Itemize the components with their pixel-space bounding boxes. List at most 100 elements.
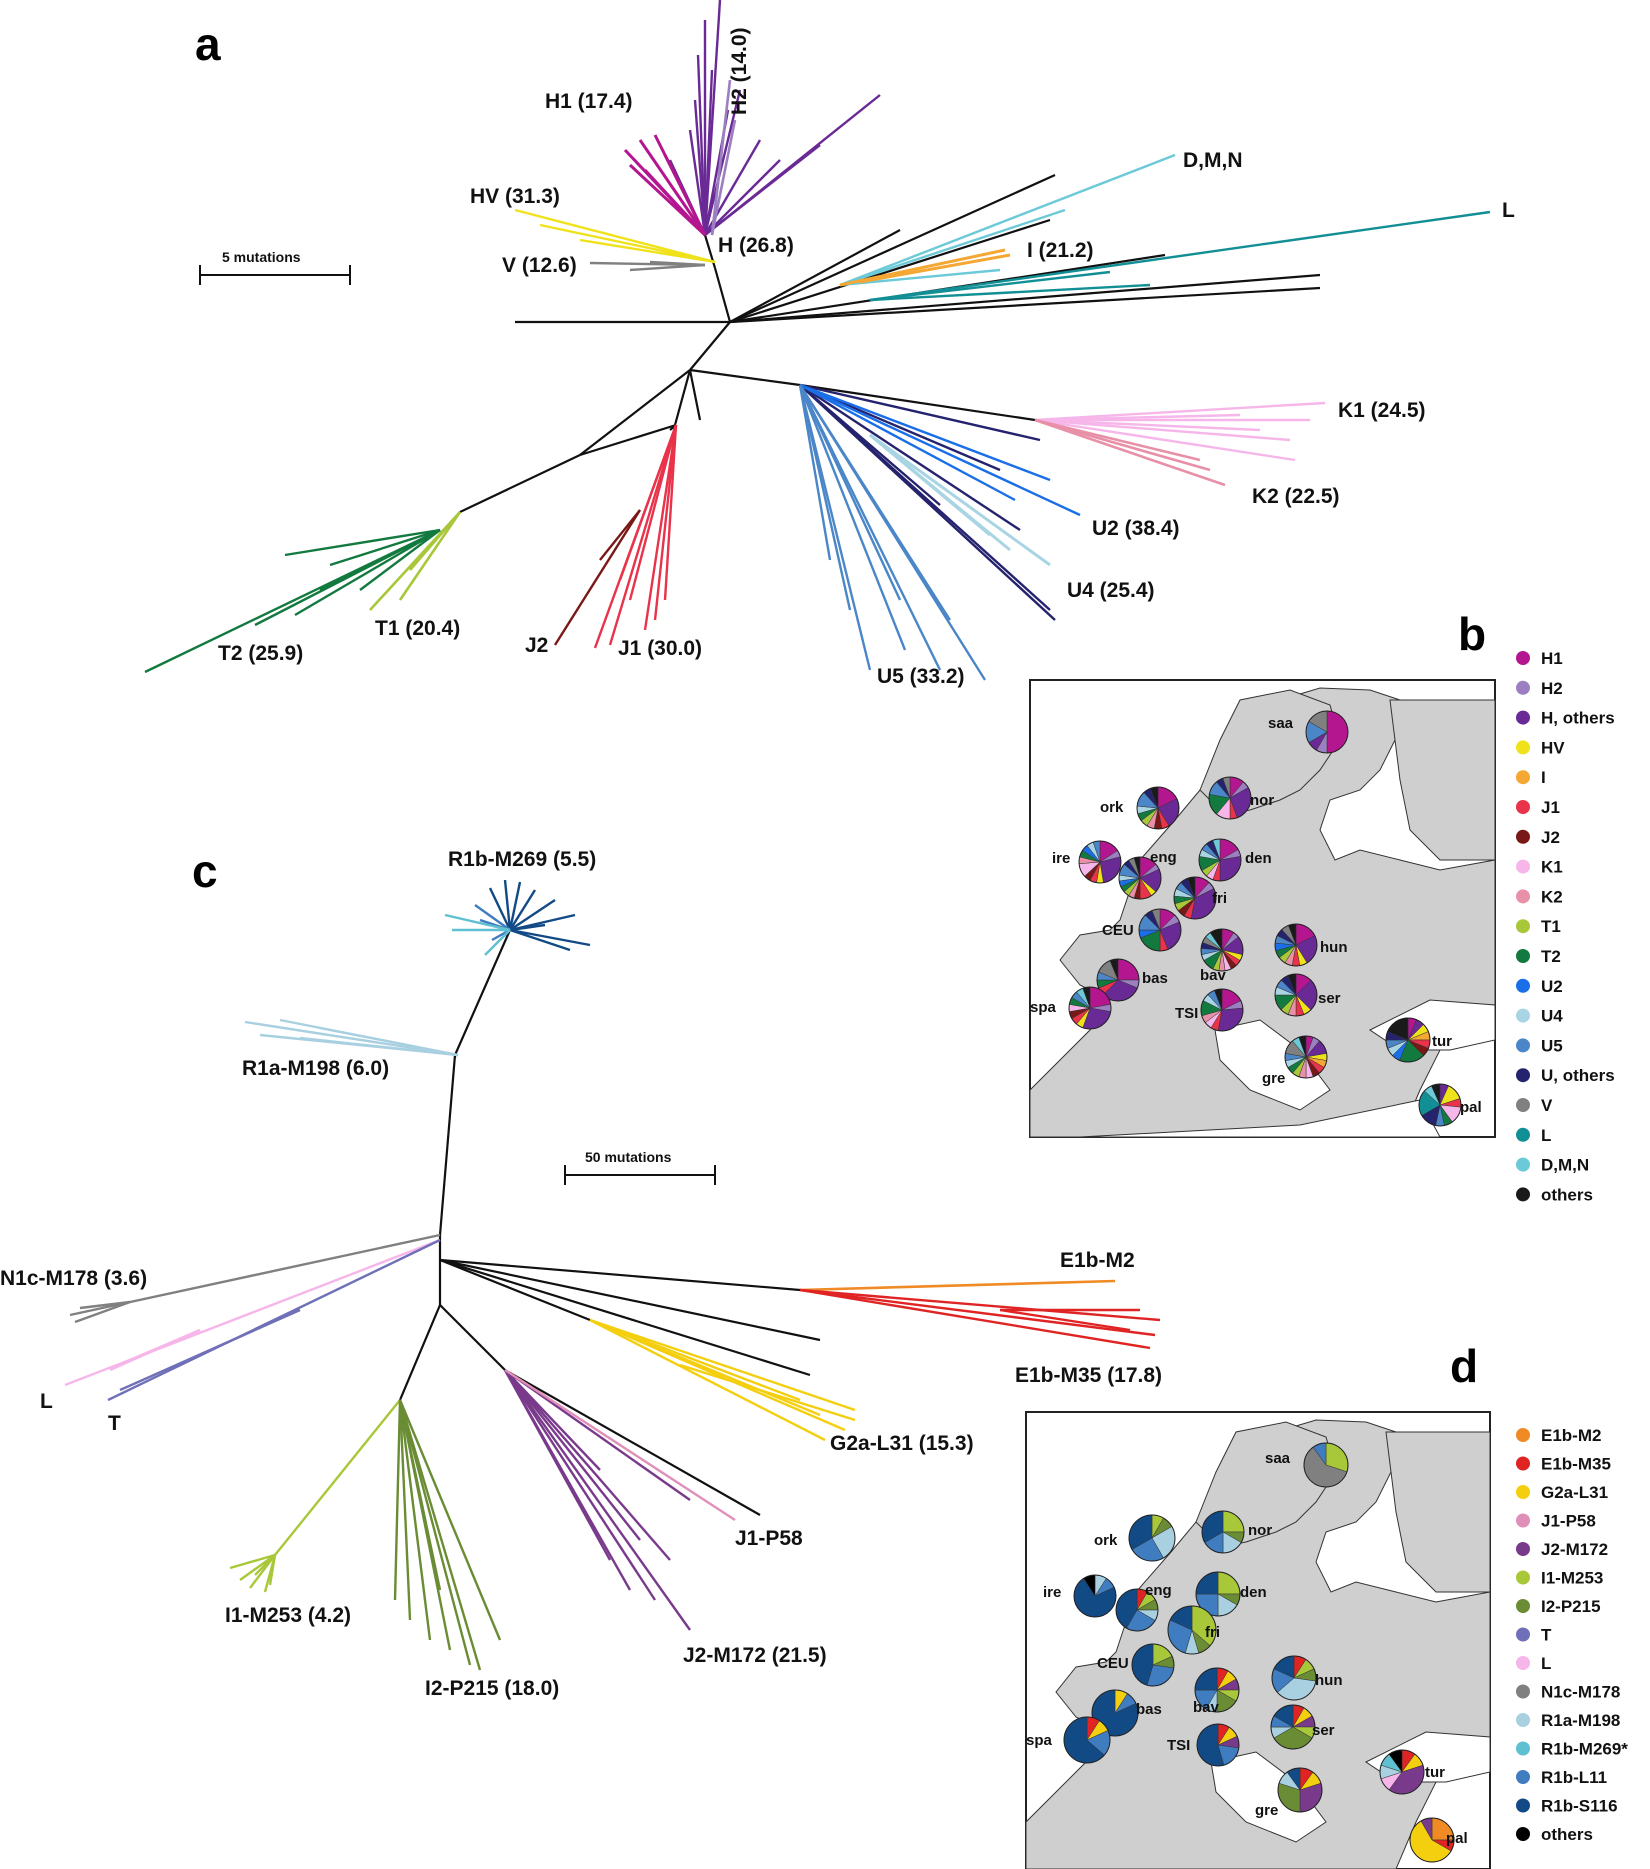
label-r1a: R1a-M198 (6.0) [242,1057,389,1080]
label-t-y: T [108,1412,121,1435]
legend-label: I1-M253 [1541,1569,1603,1588]
pop-bav-b: bav [1200,967,1227,984]
legend-swatch [1516,1038,1530,1053]
legend-swatch [1516,1798,1530,1813]
legend-swatch [1516,1770,1530,1784]
legend-label: R1b-S116 [1541,1797,1618,1816]
legend-swatch [1516,949,1530,963]
pop-ser-d: ser [1312,1722,1335,1739]
pie-outline [1194,1667,1240,1713]
scale-bar-c: 50 mutations [564,1149,716,1185]
pop-ceu-d: CEU [1097,1655,1129,1672]
pie-outline [1270,1704,1316,1750]
legend-label: J2-M172 [1541,1540,1608,1559]
label-e1b-m35: E1b-M35 (17.8) [1015,1364,1162,1387]
scale-label-a: 5 mutations [222,249,301,265]
clade-lmn [839,153,1491,302]
legend-label: G2a-L31 [1541,1483,1608,1502]
legend-swatch [1516,1187,1530,1202]
panel-label-c: c [192,845,218,897]
pop-pal-d: pal [1446,1830,1468,1847]
pie-outline [1277,1767,1323,1813]
pie-outline [1096,958,1140,1002]
pop-ceu-b: CEU [1102,922,1134,939]
clade-j2 [503,1368,736,1631]
label-n1c: N1c-M178 (3.6) [0,1267,147,1290]
legend-swatch [1516,889,1530,904]
legend-label: D,M,N [1541,1156,1589,1175]
pop-bas-b: bas [1142,970,1168,987]
legend-label: E1b-M35 [1541,1455,1611,1474]
legend-swatch [1516,651,1530,665]
pop-bas-d: bas [1136,1701,1162,1718]
panel-label-a: a [195,18,221,70]
pie-outline [1385,1017,1431,1063]
pop-fri-b: fri [1212,890,1227,907]
label-l-y: L [40,1390,53,1413]
pop-nor-d: nor [1248,1522,1272,1539]
legend-swatch [1516,710,1530,725]
pie-outline [1409,1817,1455,1863]
pie-outline [1200,988,1244,1032]
clade-t [144,511,462,674]
label-g2a: G2a-L31 (15.3) [830,1432,974,1455]
legend-swatch [1516,829,1530,844]
pie-outline [1073,1574,1117,1618]
legend-label: HV [1541,738,1565,757]
label-k2: K2 (22.5) [1252,485,1340,508]
label-dmn: D,M,N [1183,149,1243,172]
pop-ork-b: ork [1100,799,1124,816]
label-k1: K1 (24.5) [1338,399,1426,422]
pie-outline [1167,1605,1217,1655]
legend-swatch [1516,1157,1530,1172]
clade-g2a [589,1318,856,1442]
legend-label: R1b-M269* [1541,1740,1628,1759]
pie-outline [1201,1510,1245,1554]
panel-d: d E1b-M2E1b-M35G2a-L31J1-P58J2-M172I1-M2… [1025,1340,1628,1869]
legend-label: N1c-M178 [1541,1683,1620,1702]
clade-e1b [799,1279,1161,1350]
pie-outline [1274,973,1318,1017]
clade-i1 [229,1399,401,1593]
panel-label-b: b [1458,608,1486,660]
pop-ser-b: ser [1318,990,1341,1007]
pop-den-b: den [1245,850,1272,867]
pie-outline [1198,838,1242,882]
pie-outline [1200,928,1244,972]
legend-label: L [1541,1126,1551,1145]
label-r1b: R1b-M269 (5.5) [448,848,596,871]
clade-h [514,0,881,272]
legend-swatch [1516,1542,1530,1556]
map-d [1025,1411,1491,1869]
pie-outline [1131,1643,1175,1687]
pie-outline [1063,1716,1111,1764]
legend-label: J1 [1541,798,1560,817]
legend-swatch [1516,1827,1530,1841]
pop-ire-b: ire [1052,850,1070,867]
legend-swatch [1516,1513,1530,1528]
label-t1: T1 (20.4) [375,617,460,640]
legend-label: K1 [1541,858,1563,877]
map-labels-b: saa nor ork ire eng den fri CEU hun bav … [1030,715,1482,1116]
map-b [1029,679,1496,1138]
legend-label: K2 [1541,887,1563,906]
clade-l-y [64,1238,441,1387]
panel-label-d: d [1450,1340,1478,1392]
legend-label: T2 [1541,947,1561,966]
label-v: V (12.6) [502,254,577,277]
pie-outline [1196,1723,1240,1767]
scale-label-c: 50 mutations [585,1149,672,1165]
pie-outline [1138,908,1182,952]
legend-swatch [1516,1456,1530,1471]
legend-swatch [1516,919,1530,934]
label-hv: HV (31.3) [470,185,560,208]
legend-swatch [1516,1127,1530,1142]
label-i2: I2-P215 (18.0) [425,1677,559,1700]
pop-gre-b: gre [1262,1070,1285,1087]
legend-d: E1b-M2E1b-M35G2a-L31J1-P58J2-M172I1-M253… [1516,1426,1628,1844]
pie-outline [1136,786,1180,830]
pop-hun-d: hun [1315,1672,1343,1689]
pop-tsi-d: TSI [1167,1737,1190,1754]
